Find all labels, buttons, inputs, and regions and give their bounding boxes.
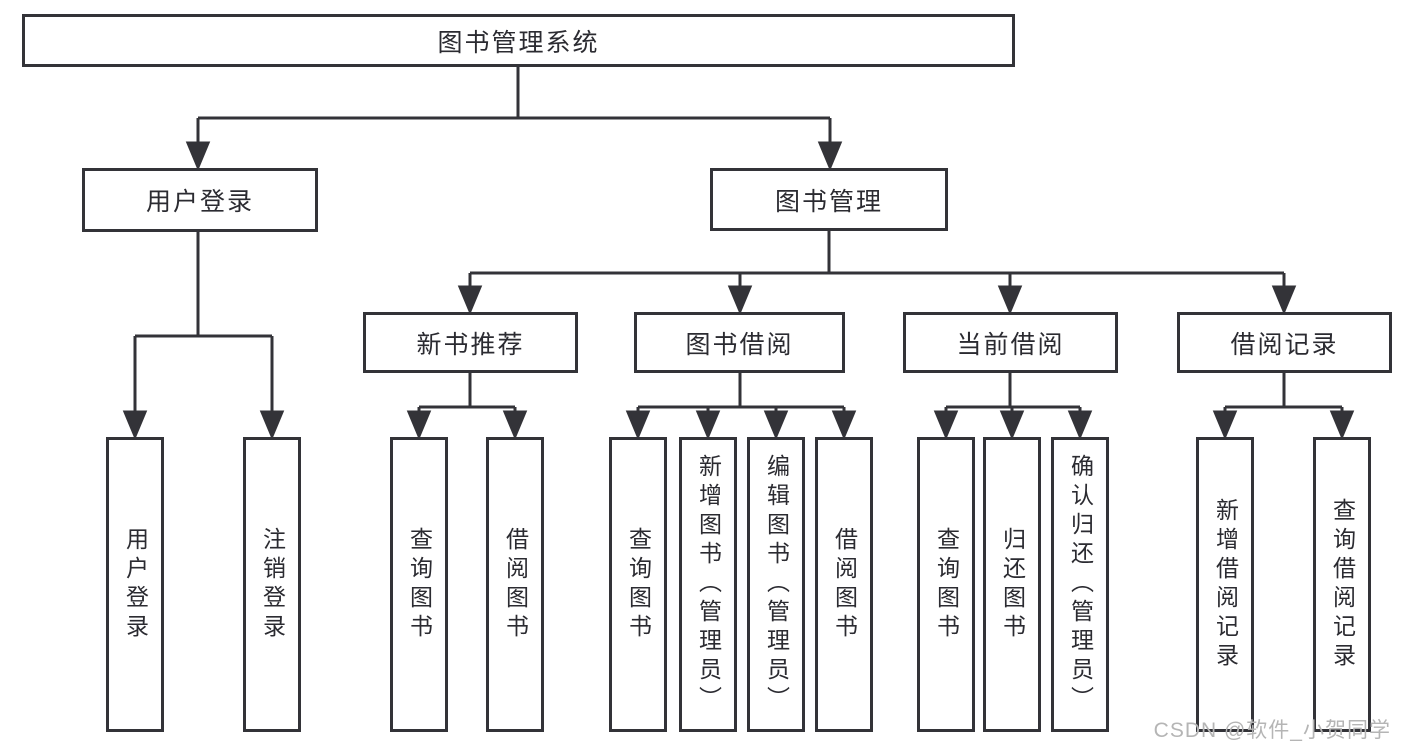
edge-recommend-to-leaves	[406, 373, 528, 440]
leaf-label: 查询图书	[406, 526, 433, 643]
leaf-borrowing-edit-books-admin: 编辑图书（管理员）	[747, 437, 805, 732]
leaf-logout-login: 注销登录	[243, 437, 301, 732]
leaf-label: 借阅图书	[831, 526, 858, 643]
leaf-label: 借阅图书	[502, 526, 529, 643]
node-book-borrowing: 图书借阅	[634, 312, 845, 373]
leaf-label: 查询借阅记录	[1329, 497, 1356, 672]
node-user-login: 用户登录	[82, 168, 318, 232]
node-current-borrowing: 当前借阅	[903, 312, 1118, 373]
leaf-user-login: 用户登录	[106, 437, 164, 732]
leaf-label: 确认归还（管理员）	[1067, 454, 1094, 715]
edge-book-management-to-level3	[457, 231, 1297, 315]
edge-records-to-leaves	[1212, 373, 1355, 440]
leaf-records-query-record: 查询借阅记录	[1313, 437, 1371, 732]
node-borrowing-records: 借阅记录	[1177, 312, 1392, 373]
leaf-current-return-books: 归还图书	[983, 437, 1041, 732]
leaf-recommend-borrow-books: 借阅图书	[486, 437, 544, 732]
leaf-current-confirm-return-admin: 确认归还（管理员）	[1051, 437, 1109, 732]
leaf-borrowing-borrow-books: 借阅图书	[815, 437, 873, 732]
watermark: CSDN @软件_小贺同学	[1153, 719, 1391, 742]
leaf-label: 用户登录	[122, 526, 149, 643]
leaf-recommend-query-books: 查询图书	[390, 437, 448, 732]
leaf-label: 注销登录	[259, 526, 286, 643]
edge-borrowing-to-leaves	[625, 373, 857, 440]
leaf-label: 新增借阅记录	[1212, 497, 1239, 672]
leaf-label: 编辑图书（管理员）	[763, 454, 790, 715]
edge-user-login-to-leaves	[122, 231, 285, 440]
node-new-book-recommendation: 新书推荐	[363, 312, 578, 373]
leaf-records-add-record: 新增借阅记录	[1196, 437, 1254, 732]
leaf-label: 查询图书	[933, 526, 960, 643]
leaf-borrowing-query-books: 查询图书	[609, 437, 667, 732]
node-book-management: 图书管理	[710, 168, 948, 231]
leaf-label: 新增图书（管理员）	[695, 454, 722, 715]
leaf-borrowing-add-books-admin: 新增图书（管理员）	[679, 437, 737, 732]
edge-current-to-leaves	[933, 373, 1093, 440]
leaf-current-query-books: 查询图书	[917, 437, 975, 732]
leaf-label: 查询图书	[625, 526, 652, 643]
node-library-management-system: 图书管理系统	[22, 14, 1015, 67]
leaf-label: 归还图书	[999, 526, 1026, 643]
edge-root-to-level2	[185, 67, 843, 171]
